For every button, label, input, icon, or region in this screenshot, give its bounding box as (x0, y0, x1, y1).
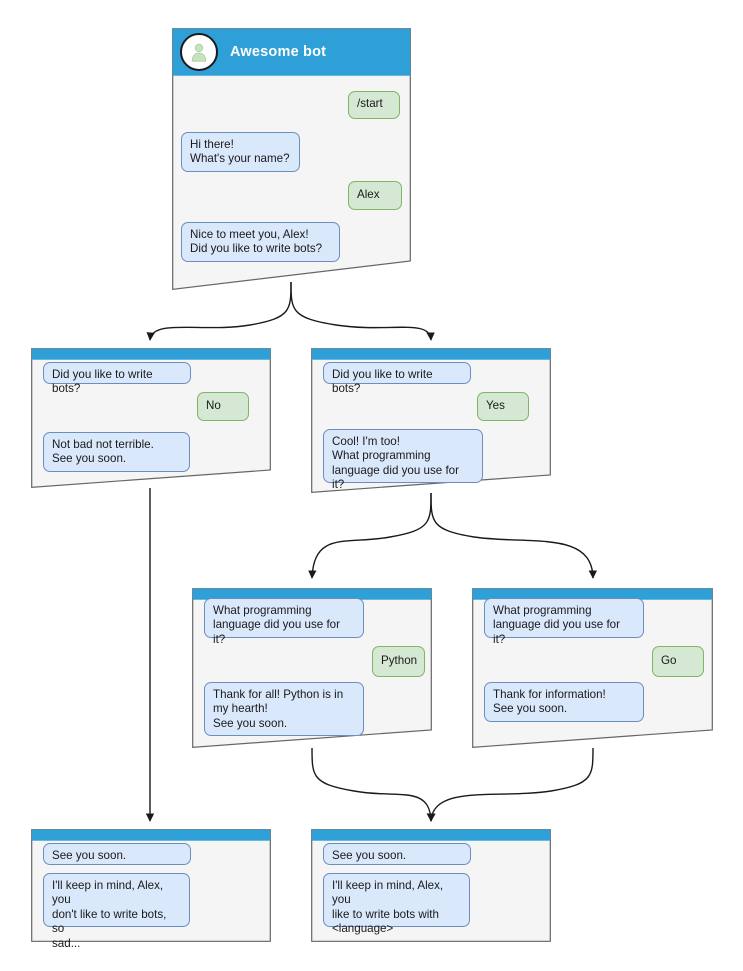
message-bubble-bot[interactable]: Cool! I'm too! What programming language… (323, 429, 483, 491)
node-python-branch[interactable]: What programming language did you use fo… (192, 588, 432, 748)
message-bubble-bot[interactable]: What programming language did you use fo… (204, 598, 364, 646)
node-no-branch-content: Did you like to write bots? No Not bad n… (31, 348, 271, 488)
message-bubble-bot[interactable]: See you soon. (323, 843, 471, 865)
node-end-sad[interactable]: See you soon. I'll keep in mind, Alex, y… (31, 829, 271, 950)
person-avatar-icon (180, 33, 218, 71)
message-bubble-user[interactable]: Python (372, 646, 425, 677)
edge-go-to-end-happy (427, 747, 594, 822)
node-end-sad-content: See you soon. I'll keep in mind, Alex, y… (31, 829, 271, 950)
edge-root-to-yes (290, 281, 435, 341)
node-go-branch-content: What programming language did you use fo… (472, 588, 713, 748)
node-yes-branch[interactable]: Did you like to write bots? Yes Cool! I'… (311, 348, 551, 493)
message-bubble-user[interactable]: Go (652, 646, 704, 677)
edge-root-to-no (146, 281, 292, 341)
message-bubble-bot[interactable]: Nice to meet you, Alex! Did you like to … (181, 222, 340, 262)
message-bubble-bot[interactable]: Not bad not terrible. See you soon. (43, 432, 190, 472)
node-root-content: Awesome bot /start Hi there! What's your… (172, 28, 411, 290)
message-bubble-bot[interactable]: Hi there! What's your name? (181, 132, 300, 172)
message-bubble-user[interactable]: Alex (348, 181, 402, 210)
root-title-bar: Awesome bot (172, 28, 411, 76)
message-bubble-bot[interactable]: I'll keep in mind, Alex, you don't like … (43, 873, 190, 950)
edge-yes-to-python (308, 492, 432, 579)
message-bubble-bot[interactable]: Did you like to write bots? (323, 362, 471, 395)
node-end-happy[interactable]: See you soon. I'll keep in mind, Alex, y… (311, 829, 551, 942)
message-bubble-bot[interactable]: Did you like to write bots? (43, 362, 191, 395)
message-bubble-bot[interactable]: Thank for all! Python is in my hearth! S… (204, 682, 364, 736)
message-bubble-bot[interactable]: See you soon. (43, 843, 191, 865)
message-bubble-user[interactable]: Yes (477, 392, 529, 421)
node-go-branch[interactable]: What programming language did you use fo… (472, 588, 713, 748)
message-bubble-user[interactable]: No (197, 392, 249, 421)
edge-python-to-end-happy (311, 747, 435, 822)
node-end-happy-content: See you soon. I'll keep in mind, Alex, y… (311, 829, 551, 942)
message-bubble-bot[interactable]: What programming language did you use fo… (484, 598, 644, 646)
bot-name-label: Awesome bot (230, 44, 327, 60)
edge-yes-to-go (430, 492, 598, 579)
node-python-branch-content: What programming language did you use fo… (192, 588, 432, 748)
node-no-branch[interactable]: Did you like to write bots? No Not bad n… (31, 348, 271, 488)
node-root[interactable]: Awesome bot /start Hi there! What's your… (172, 28, 411, 290)
message-bubble-bot[interactable]: Thank for information! See you soon. (484, 682, 644, 722)
message-bubble-user[interactable]: /start (348, 91, 400, 119)
person-glyph-icon (191, 43, 207, 62)
node-yes-branch-content: Did you like to write bots? Yes Cool! I'… (311, 348, 551, 493)
message-bubble-bot[interactable]: I'll keep in mind, Alex, you like to wri… (323, 873, 470, 935)
